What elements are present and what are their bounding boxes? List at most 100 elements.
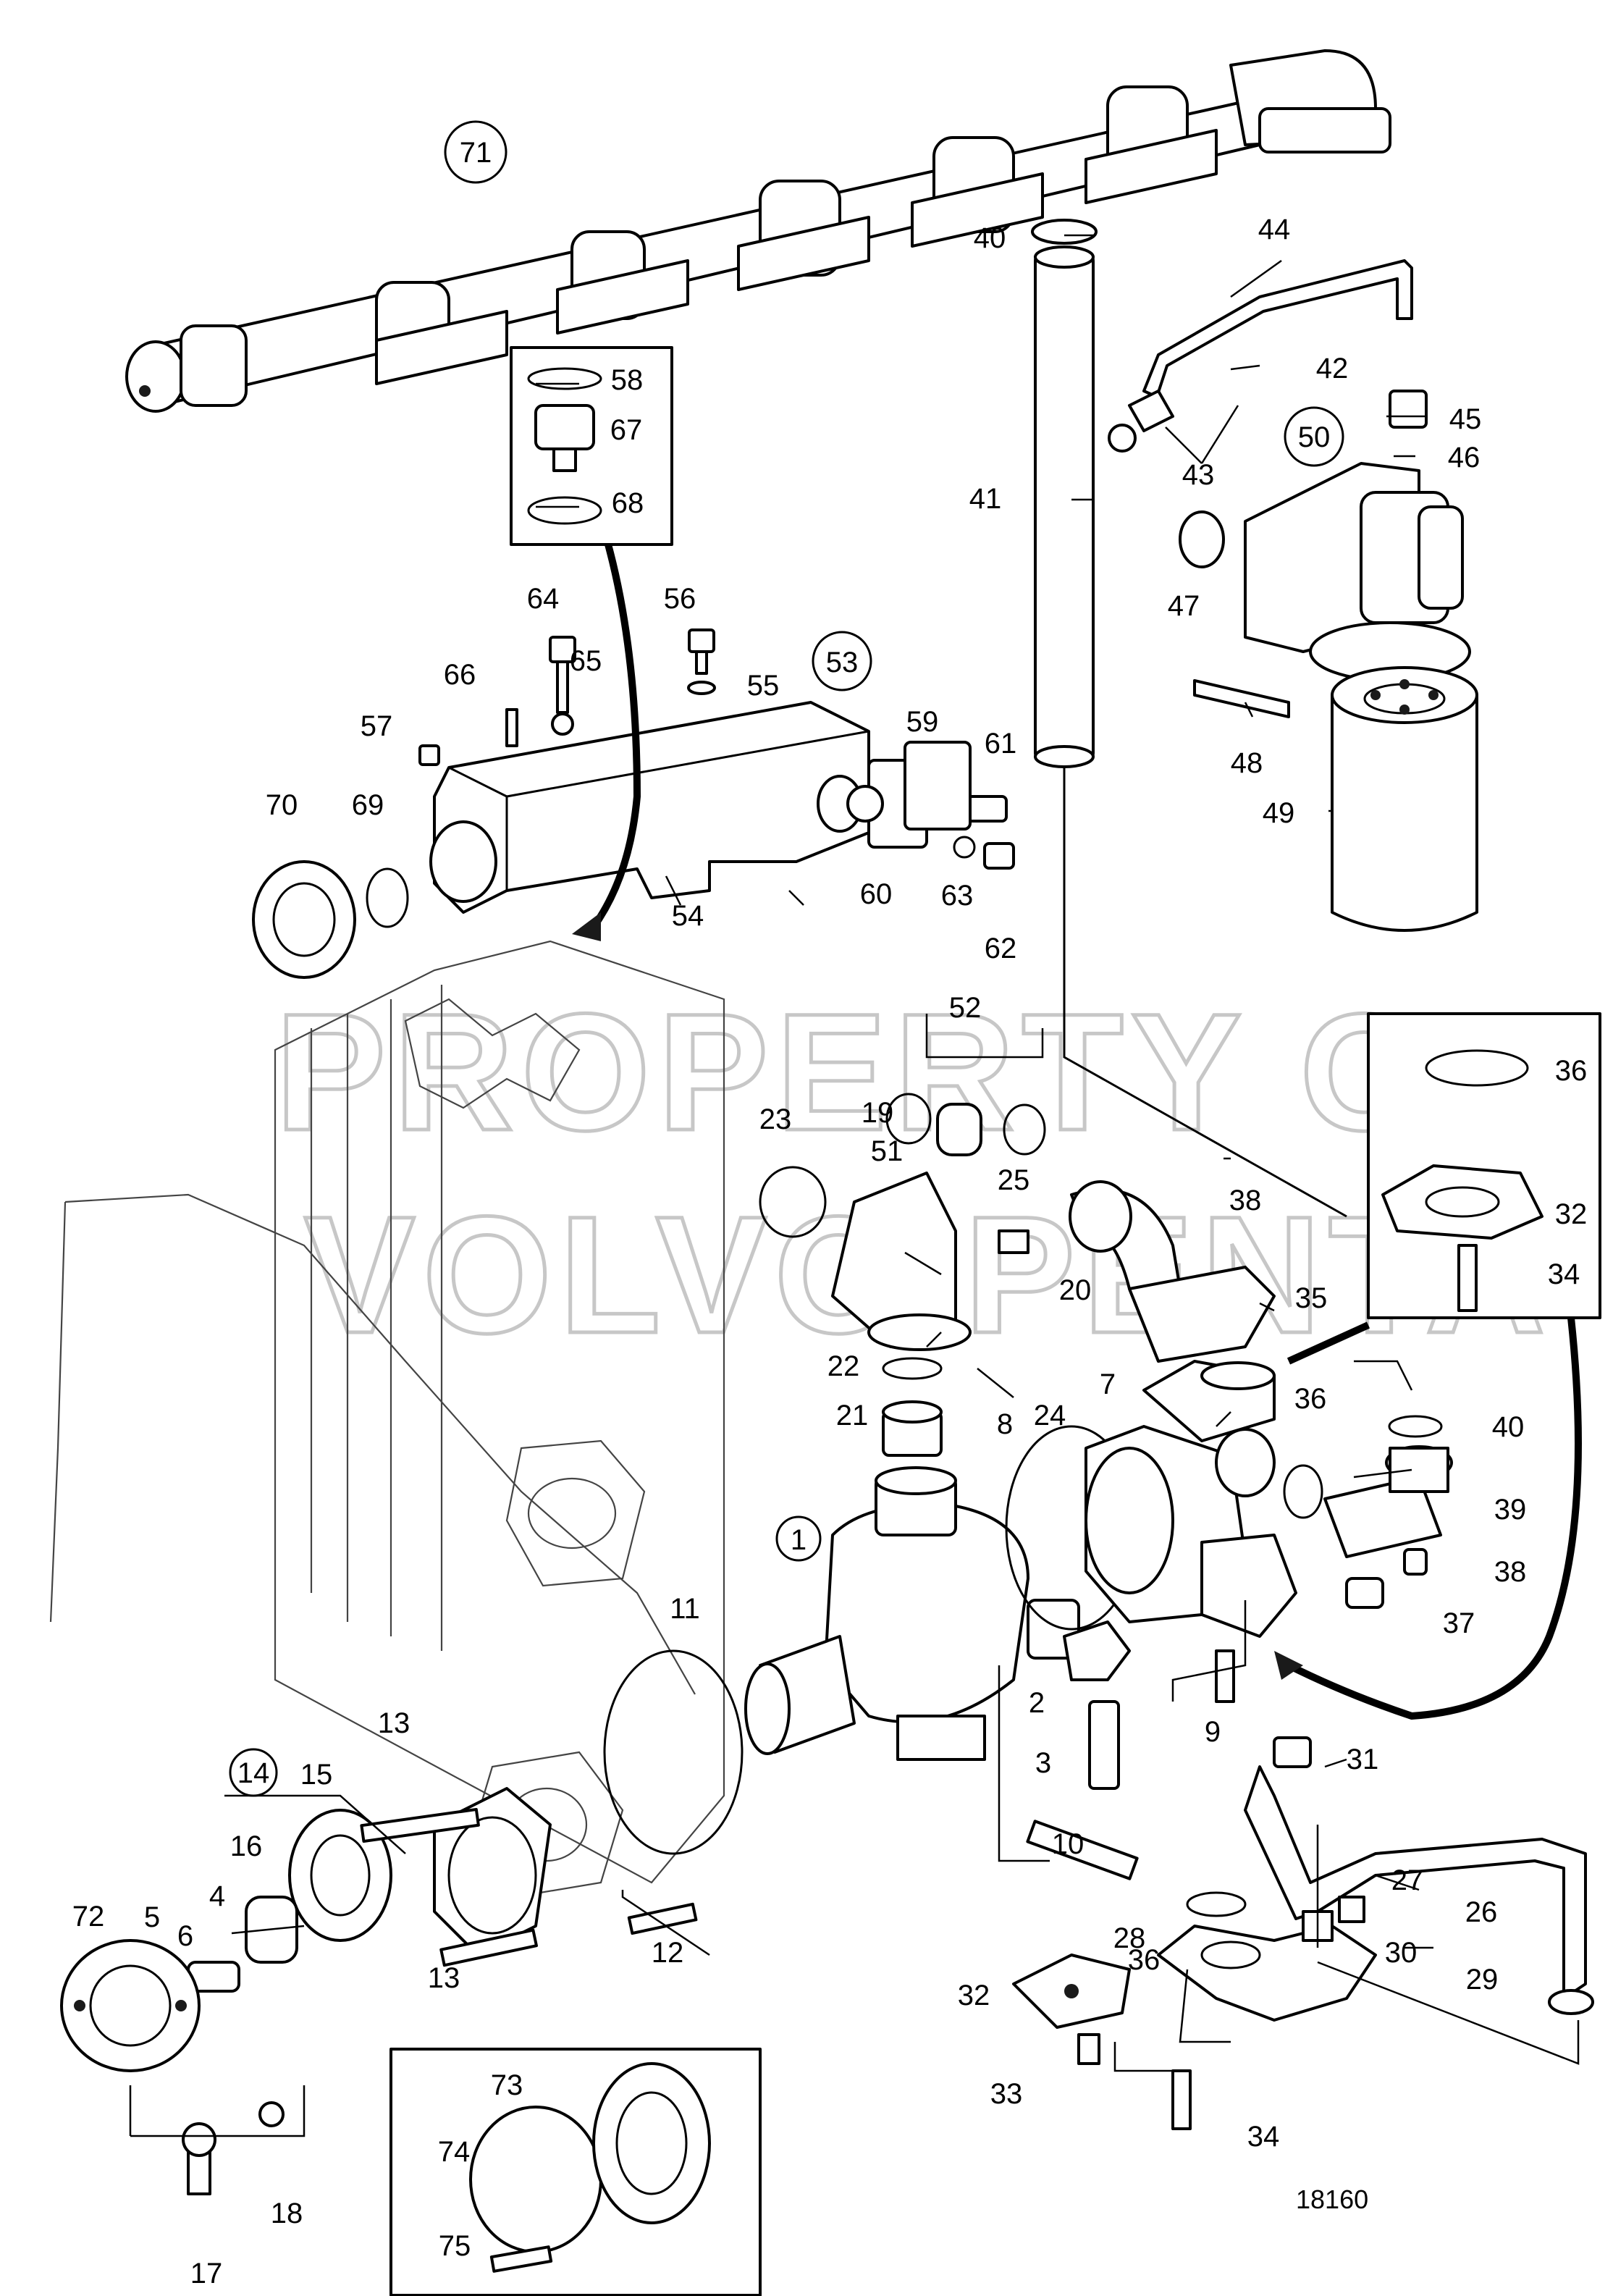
oil-filter-assembly-50 [1179,462,1478,932]
part-label-18: 18 [271,2198,303,2229]
part-label-58: 58 [611,364,644,396]
part-label-27: 27 [1391,1864,1424,1896]
part-label-54: 54 [672,900,704,932]
part-label-1: 1 [791,1524,806,1556]
part-label-9: 9 [1205,1716,1221,1748]
part-label-72: 72 [72,1901,105,1933]
water-pump-1 [744,1466,1080,1761]
callout-circle-53 [812,631,872,691]
part-label-63: 63 [941,880,974,912]
pipe-44 [1108,259,1428,453]
part-label-14: 14 [237,1757,270,1789]
part-label-56: 56 [664,583,696,615]
callout-circle-71 [444,120,508,184]
part-label-46: 46 [1448,442,1481,474]
part-label-36b: 36 [1128,1944,1161,1976]
part-label-69: 69 [352,789,384,821]
part-label-65: 65 [570,645,602,677]
part-label-23: 23 [759,1103,792,1135]
part-label-29: 29 [1466,1964,1499,1996]
engine-block-outline [49,940,725,1898]
part-label-40a: 40 [974,222,1006,254]
part-label-42: 42 [1316,353,1349,384]
part-label-51: 51 [871,1135,904,1167]
part-label-75: 75 [439,2230,471,2262]
pipe-41 [1031,219,1347,1218]
part-label-10: 10 [1052,1828,1085,1860]
watermark-line-1: PROPERTY OF [275,979,1545,1165]
part-label-66: 66 [444,659,476,691]
part-label-74: 74 [438,2136,471,2168]
part-label-59: 59 [906,706,939,738]
part-label-71: 71 [460,137,492,169]
part-label-62: 62 [985,933,1017,964]
part-label-41: 41 [969,483,1002,515]
part-label-47: 47 [1168,590,1200,622]
part-label-48: 48 [1231,747,1263,779]
part-label-37: 37 [1443,1607,1475,1639]
part-label-15: 15 [300,1759,333,1791]
seals-21-22 [882,1357,943,1457]
part-label-20: 20 [1059,1274,1092,1306]
part-label-50: 50 [1298,421,1331,453]
leader-lines [129,234,1580,2137]
part-label-68: 68 [612,487,644,519]
figure-id: 18160 [1296,2184,1368,2214]
inset-box-32-36 [1274,1012,1601,1720]
part-label-24: 24 [1034,1400,1066,1431]
part-label-52: 52 [949,992,982,1024]
part-label-11: 11 [670,1593,700,1625]
part-label-39: 39 [1494,1494,1527,1526]
part-label-28: 28 [1113,1922,1146,1954]
part-label-70: 70 [266,789,298,821]
elbow-39 [1283,1415,1453,1558]
part-label-8: 8 [997,1408,1013,1440]
part-label-49: 49 [1263,797,1295,829]
part-label-61: 61 [985,728,1017,760]
inset-box-58-68 [510,346,673,941]
part-label-32a: 32 [958,1980,990,2011]
part-label-7: 7 [1100,1368,1116,1400]
part-labels: 1 2 3 4 5 6 7 8 9 10 11 12 13 13 14 15 1… [72,137,1588,2289]
part-label-40b: 40 [1492,1411,1525,1443]
part-label-3: 3 [1035,1747,1051,1779]
fittings-2-3-9-10 [1026,1548,1428,1880]
part-label-6: 6 [177,1920,193,1952]
part-label-57: 57 [361,710,393,742]
callout-circle-14 [229,1748,278,1797]
part-label-25: 25 [998,1164,1030,1196]
part-label-34b: 34 [1548,1258,1580,1290]
part-label-55: 55 [747,670,780,702]
part-label-64: 64 [527,583,560,615]
part-label-31: 31 [1347,1744,1379,1775]
part-label-21: 21 [836,1400,869,1431]
part-label-16: 16 [230,1830,263,1862]
pump-housing-7 [1005,1360,1297,1638]
callout-circle-1 [775,1515,822,1562]
inset-box-73-75 [389,2048,762,2296]
callout-circles [229,120,1344,1797]
part-label-13b: 13 [428,1962,460,1994]
part-label-73: 73 [491,2069,523,2101]
thermostat-housing-19 [759,1093,1276,1363]
part-label-34a: 34 [1247,2121,1280,2153]
part-label-12: 12 [652,1937,684,1969]
part-label-30: 30 [1385,1937,1418,1969]
part-label-67: 67 [610,414,643,446]
part-label-32b: 32 [1555,1198,1588,1230]
o-ring-11 [603,1649,744,1855]
part-label-43: 43 [1182,459,1215,491]
part-label-5: 5 [144,1901,160,1933]
part-label-45: 45 [1449,403,1482,435]
part-label-53: 53 [826,647,859,678]
part-label-26: 26 [1465,1896,1498,1928]
part-label-36a: 36 [1294,1383,1327,1415]
part-label-38b: 38 [1494,1556,1527,1588]
flange-70 [252,860,409,979]
pipe-assembly-71 [125,49,1391,413]
part-label-35: 35 [1295,1282,1328,1314]
part-label-38a: 38 [1229,1185,1262,1216]
part-label-13a: 13 [378,1707,410,1739]
callout-circle-50 [1284,406,1344,467]
